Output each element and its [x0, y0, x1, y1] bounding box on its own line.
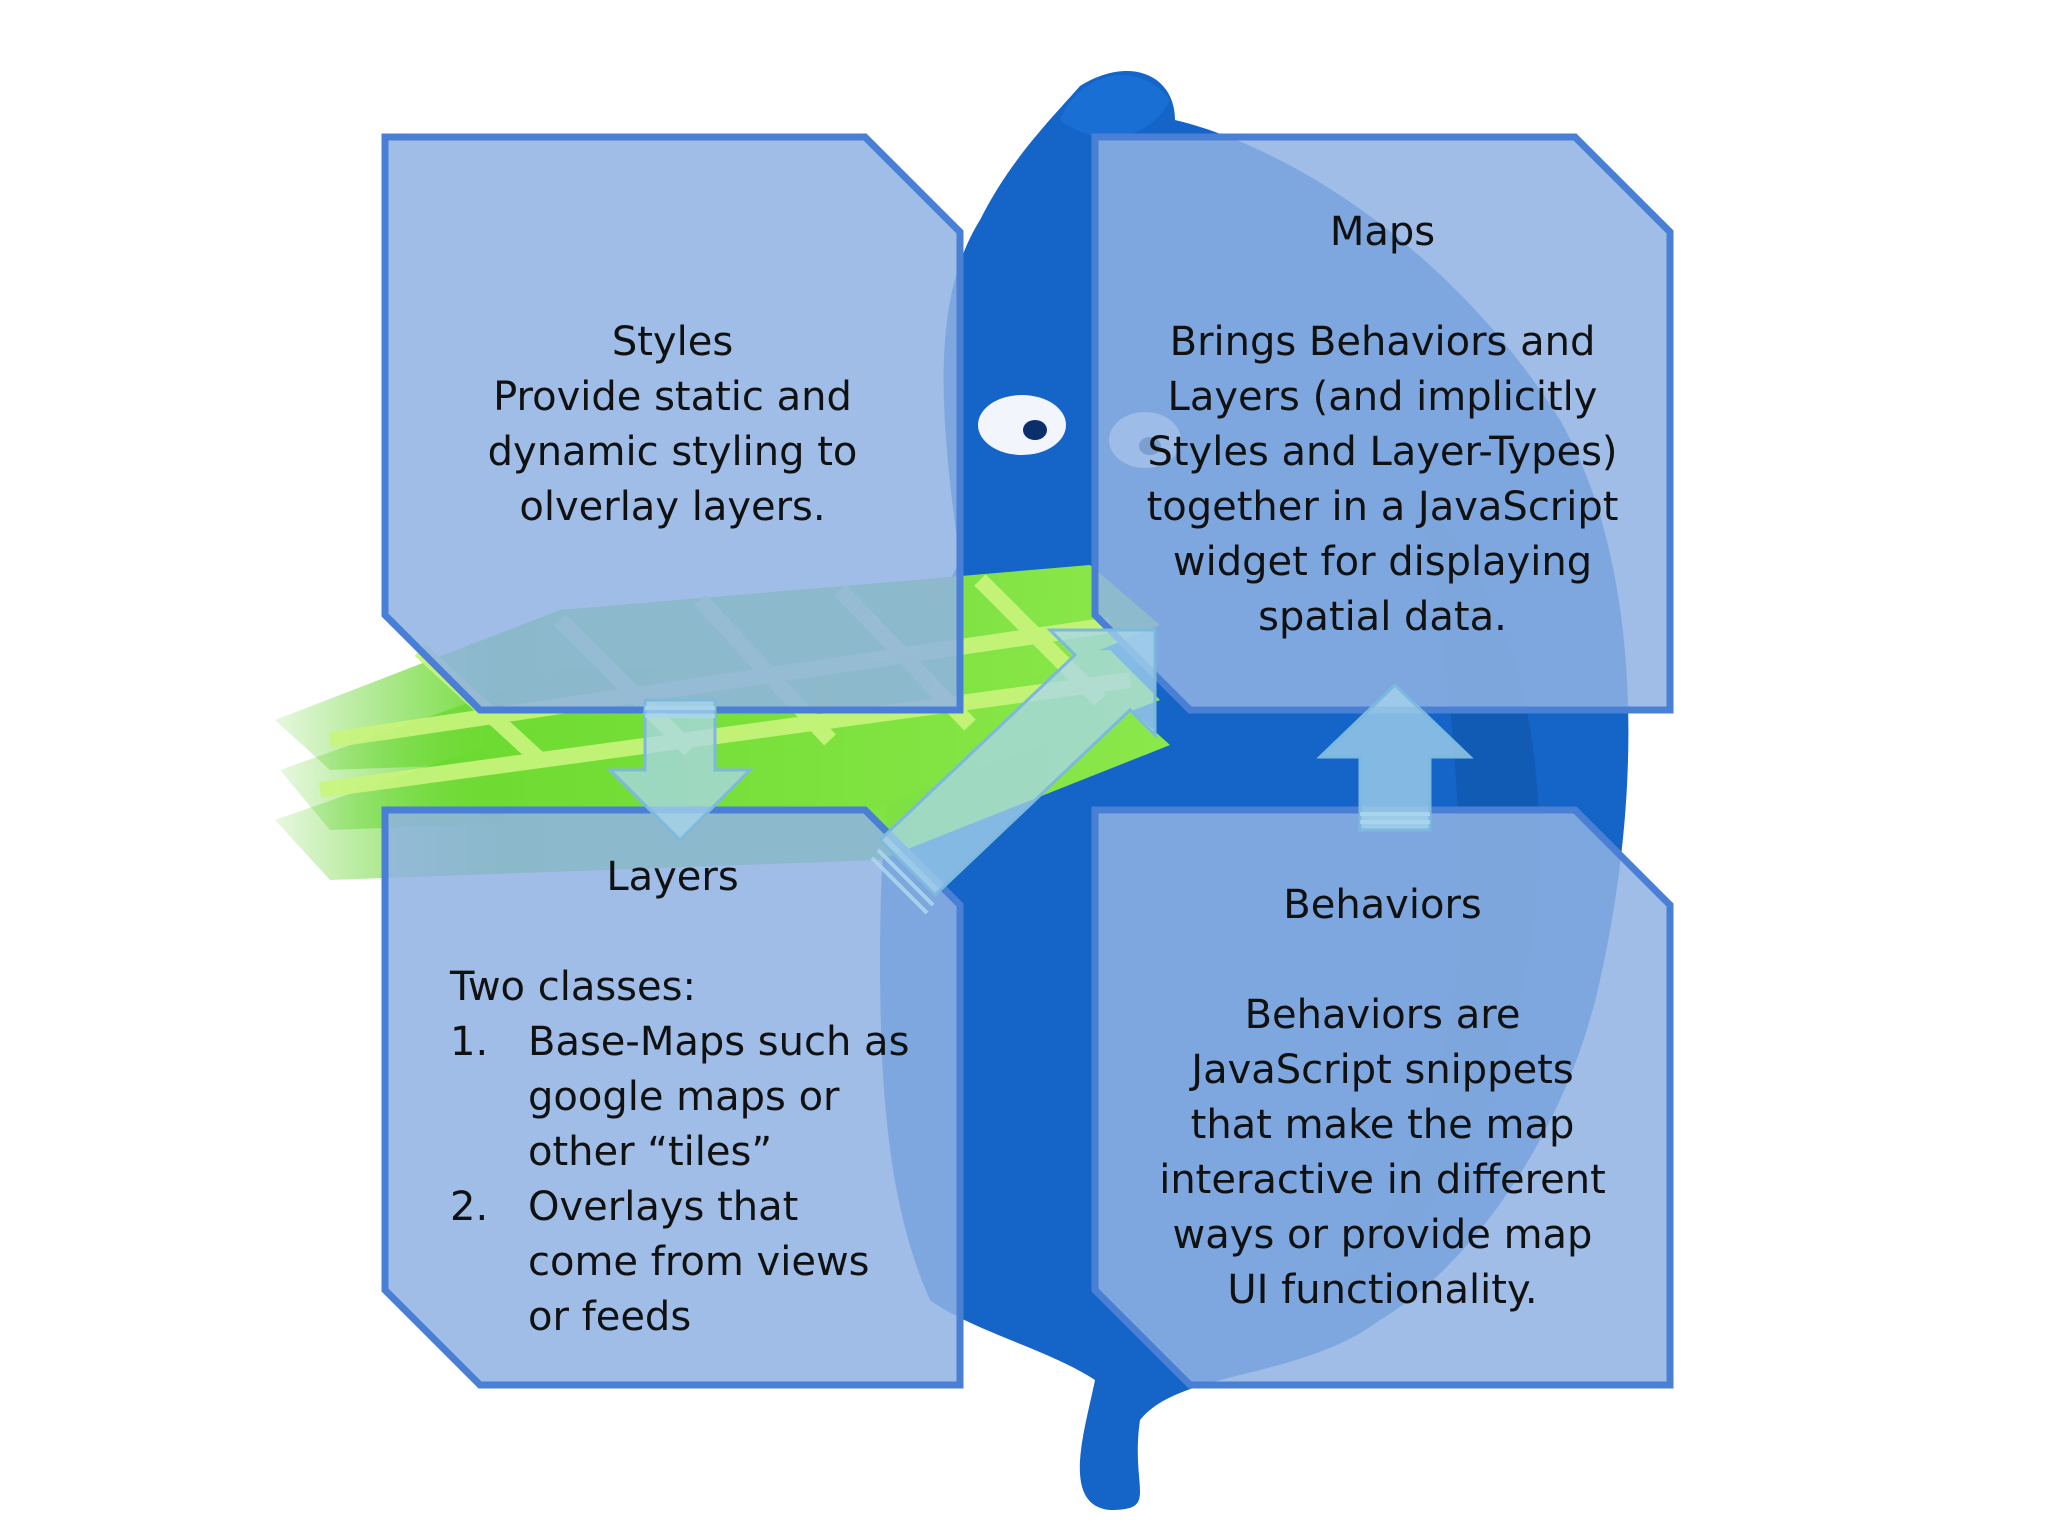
behaviors-box [1091, 806, 1674, 1389]
layers-box [381, 806, 964, 1389]
list-item-line: or feeds [528, 1294, 692, 1340]
behaviors-box-text: Behaviors Behaviors are JavaScript snipp… [1110, 878, 1655, 1318]
behaviors-line-5: ways or provide map [1172, 1212, 1593, 1258]
mascot-pupil-left [1023, 420, 1047, 440]
list-item-line: come from views [528, 1239, 870, 1285]
maps-box-text: Maps Brings Behaviors and Layers (and im… [1110, 205, 1655, 645]
maps-title: Maps [1329, 209, 1436, 255]
styles-line-3: olverlay layers. [519, 484, 826, 530]
styles-box [381, 133, 964, 714]
styles-line-1: Provide static and [493, 374, 852, 420]
layers-box-text: Two classes: 1. Base-Maps such as google… [450, 960, 930, 1345]
list-item-line: Overlays that [528, 1184, 799, 1230]
maps-line-4: together in a JavaScript [1146, 484, 1619, 530]
arrow-tail-lines-1 [645, 706, 715, 718]
layers-title-wrap: Layers [400, 850, 945, 905]
layers-list: 1. Base-Maps such as google maps or othe… [450, 1015, 930, 1345]
behaviors-line-3: that make the map [1190, 1102, 1575, 1148]
maps-box [1091, 133, 1674, 714]
list-item-line: other “tiles” [528, 1129, 773, 1175]
maps-line-1: Brings Behaviors and [1169, 319, 1596, 365]
maps-spacer [1110, 260, 1655, 315]
list-item-line: Base-Maps such as [528, 1019, 910, 1065]
behaviors-spacer [1110, 933, 1655, 988]
styles-box-text: Styles Provide static and dynamic stylin… [400, 315, 945, 535]
maps-line-2: Layers (and implicitly [1167, 374, 1598, 420]
behaviors-line-2: JavaScript snippets [1191, 1047, 1574, 1093]
arrow-behaviors-to-maps [1316, 682, 1474, 832]
layers-intro: Two classes: [450, 964, 696, 1010]
arrow-tail-lines-2 [870, 848, 935, 915]
list-number: 1. [450, 1019, 489, 1065]
maps-line-5: widget for displaying [1172, 539, 1593, 585]
behaviors-line-6: UI functionality. [1227, 1267, 1538, 1313]
mascot-eye-left [978, 395, 1066, 455]
styles-title: Styles [611, 319, 734, 365]
maps-line-6: spatial data. [1258, 594, 1507, 640]
behaviors-line-4: interactive in different [1159, 1157, 1606, 1203]
layers-list-item: 2. Overlays that come from views or feed… [450, 1180, 930, 1345]
behaviors-line-1: Behaviors are [1244, 992, 1521, 1038]
arrow-tail-lines-3 [1360, 812, 1430, 824]
layers-title: Layers [606, 854, 739, 900]
layers-list-item: 1. Base-Maps such as google maps or othe… [450, 1015, 930, 1180]
behaviors-title: Behaviors [1283, 882, 1482, 928]
list-item-line: google maps or [528, 1074, 840, 1120]
arrow-styles-to-layers [606, 698, 754, 843]
styles-line-2: dynamic styling to [487, 429, 858, 475]
maps-line-3: Styles and Layer-Types) [1147, 429, 1618, 475]
arrow-layers-to-maps [877, 628, 1157, 898]
list-number: 2. [450, 1184, 489, 1230]
mascot-ear [1060, 75, 1170, 138]
